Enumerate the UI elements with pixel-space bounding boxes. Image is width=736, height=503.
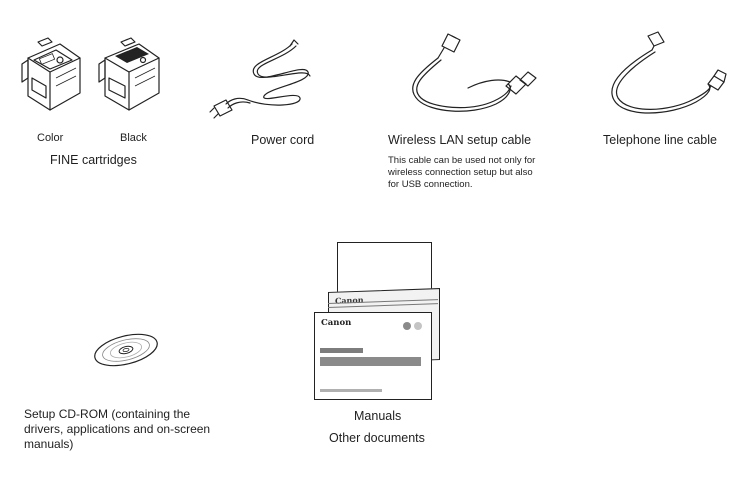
cd-rom-caption-line: drivers, applications and on-screen <box>24 422 211 436</box>
color-cartridge-label: Color <box>37 132 64 144</box>
lan-cable-label: Wireless LAN setup cable <box>388 133 532 147</box>
manual-front-sheet: Canon <box>314 312 432 400</box>
black-cartridge-label: Black <box>120 132 147 144</box>
cartridges-label: FINE cartridges <box>50 153 137 167</box>
manual-footer-bar <box>320 389 382 392</box>
manuals-illustration: Canon Canon <box>310 242 440 402</box>
manual-title-bar-short <box>320 348 363 353</box>
cd-rom-caption: Setup CD-ROM (containing the drivers, ap… <box>24 407 234 452</box>
cd-rom-caption-line: Setup CD-ROM (containing the <box>24 407 191 421</box>
black-cartridge-illustration <box>98 37 160 111</box>
lan-cable-note-line: for USB connection. <box>388 179 473 190</box>
manual-title-bar-long <box>320 357 421 366</box>
manual-front-brand: Canon <box>321 318 352 328</box>
manuals-label: Manuals <box>354 409 402 423</box>
telephone-cable-label: Telephone line cable <box>603 133 717 147</box>
power-cord-label: Power cord <box>251 133 315 147</box>
manual-dot-light <box>414 322 422 330</box>
lan-cable-note-line: wireless connection setup but also <box>388 167 533 178</box>
color-cartridge-illustration <box>21 37 81 111</box>
power-cord-illustration <box>209 39 311 119</box>
cd-rom-illustration <box>94 333 158 367</box>
lan-cable-note-line: This cable can be used not only for <box>388 155 536 166</box>
telephone-cable-illustration <box>611 31 727 114</box>
lan-cable-note: This cable can be used not only for wire… <box>388 155 568 191</box>
cd-rom-caption-line: manuals) <box>24 437 74 451</box>
other-documents-label: Other documents <box>329 431 425 445</box>
manual-dot-dark <box>403 322 411 330</box>
lan-cable-illustration <box>412 33 537 112</box>
